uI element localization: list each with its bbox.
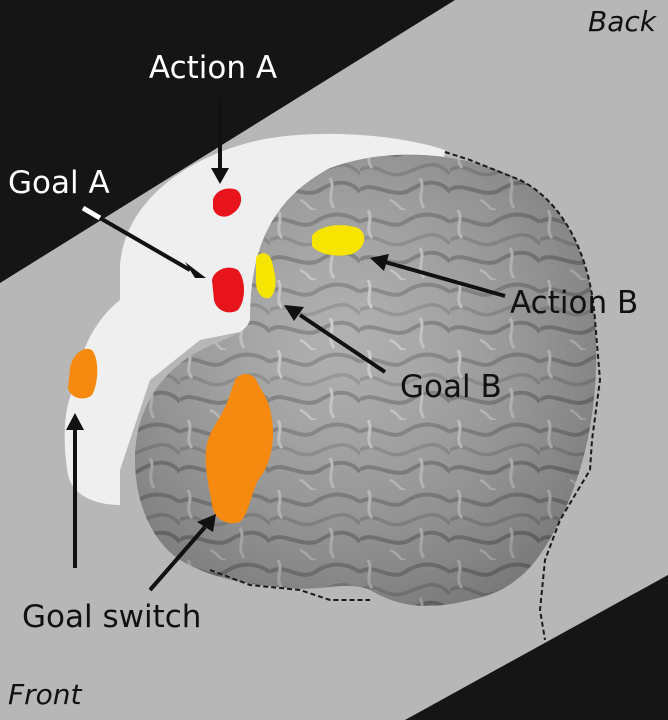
label-action-a: Action A xyxy=(149,50,277,86)
activation-goal-a xyxy=(212,267,244,313)
activation-goal-switch-frontal xyxy=(68,348,98,399)
label-goal-a: Goal A xyxy=(8,165,110,201)
dark-band-bottom xyxy=(405,575,668,720)
label-goal-switch: Goal switch xyxy=(22,599,201,635)
inflated-cortex xyxy=(64,133,445,505)
orientation-front: Front xyxy=(8,678,82,711)
label-action-b: Action B xyxy=(510,285,638,321)
annotation-arrows xyxy=(66,97,506,592)
activation-action-a xyxy=(213,188,242,217)
activation-action-b xyxy=(312,225,365,256)
dark-band-top xyxy=(0,0,455,283)
orientation-back: Back xyxy=(588,5,658,38)
label-goal-b: Goal B xyxy=(400,369,502,405)
activation-goal-switch-temporal xyxy=(205,374,274,524)
activation-goal-b xyxy=(256,253,276,299)
